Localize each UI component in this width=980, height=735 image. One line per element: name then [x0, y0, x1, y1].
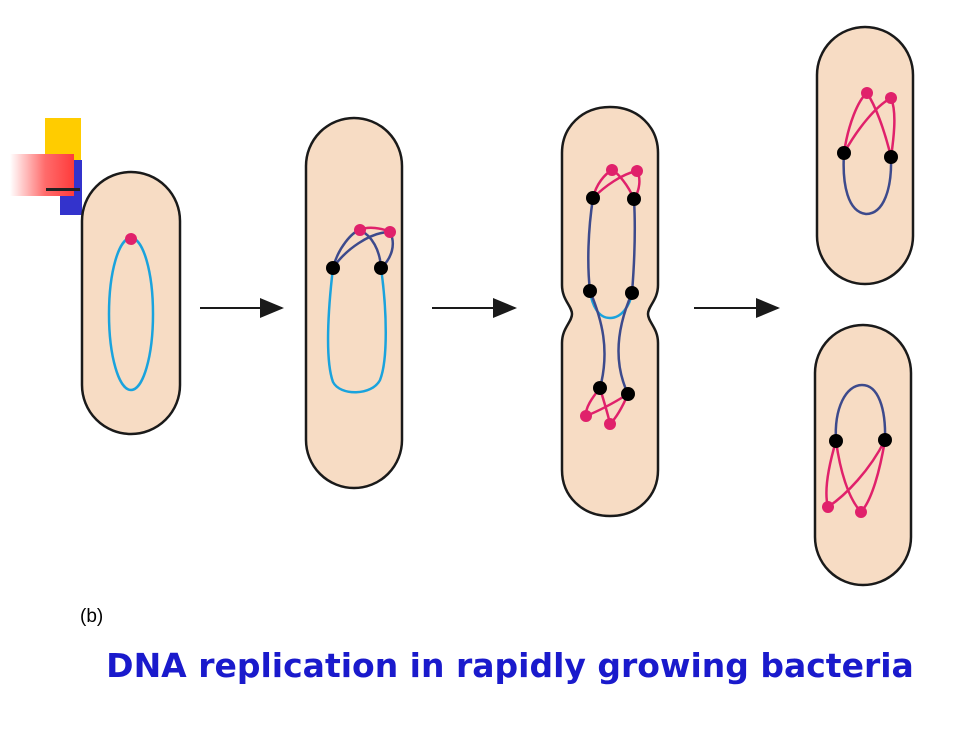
replication-fork-dot — [625, 286, 639, 300]
replication-fork-dot — [621, 387, 635, 401]
replication-fork-dot — [878, 433, 892, 447]
panel-label: (b) — [80, 606, 104, 627]
origin-dot — [354, 224, 366, 236]
cell-body — [304, 116, 404, 490]
stage-3-cell — [560, 105, 660, 518]
origin-dot — [855, 506, 867, 518]
newest-dna-strand — [825, 439, 887, 513]
cell-body — [815, 25, 915, 286]
replication-fork-dot — [374, 261, 388, 275]
parental-dna-loop — [326, 267, 387, 394]
replication-fork-dot — [829, 434, 843, 448]
stage-1-cell — [80, 170, 182, 436]
origin-dot — [822, 501, 834, 513]
origin-dot — [580, 410, 592, 422]
replication-fork-dot — [326, 261, 340, 275]
replication-fork-dot — [837, 146, 851, 160]
figure-caption: DNA replication in rapidly growing bacte… — [106, 646, 914, 685]
new-dna-loop — [834, 383, 887, 442]
new-dna-strand — [588, 290, 634, 395]
replication-fork-dot — [627, 192, 641, 206]
origin-dot — [125, 233, 137, 245]
origin-dot — [384, 226, 396, 238]
origin-dot — [631, 165, 643, 177]
replication-fork-dot — [593, 381, 607, 395]
newest-dna-strand — [591, 168, 641, 200]
cell-body — [80, 170, 182, 436]
stage-2-cell — [304, 116, 404, 490]
new-dna-loop — [842, 152, 893, 216]
stage-4-top-daughter-cell — [815, 25, 915, 286]
replication-fork-dot — [586, 191, 600, 205]
replication-fork-dot — [884, 150, 898, 164]
replication-fork-dot — [583, 284, 597, 298]
origin-dot — [604, 418, 616, 430]
newest-dna-strand — [584, 387, 630, 425]
decorative-line — [46, 188, 80, 191]
origin-dot — [606, 164, 618, 176]
stage-4-bottom-daughter-cell — [813, 323, 913, 587]
cell-body — [813, 323, 913, 587]
origin-dot — [885, 92, 897, 104]
new-dna-strand — [587, 197, 637, 294]
origin-dot — [861, 87, 873, 99]
newest-dna-strand — [842, 92, 896, 158]
